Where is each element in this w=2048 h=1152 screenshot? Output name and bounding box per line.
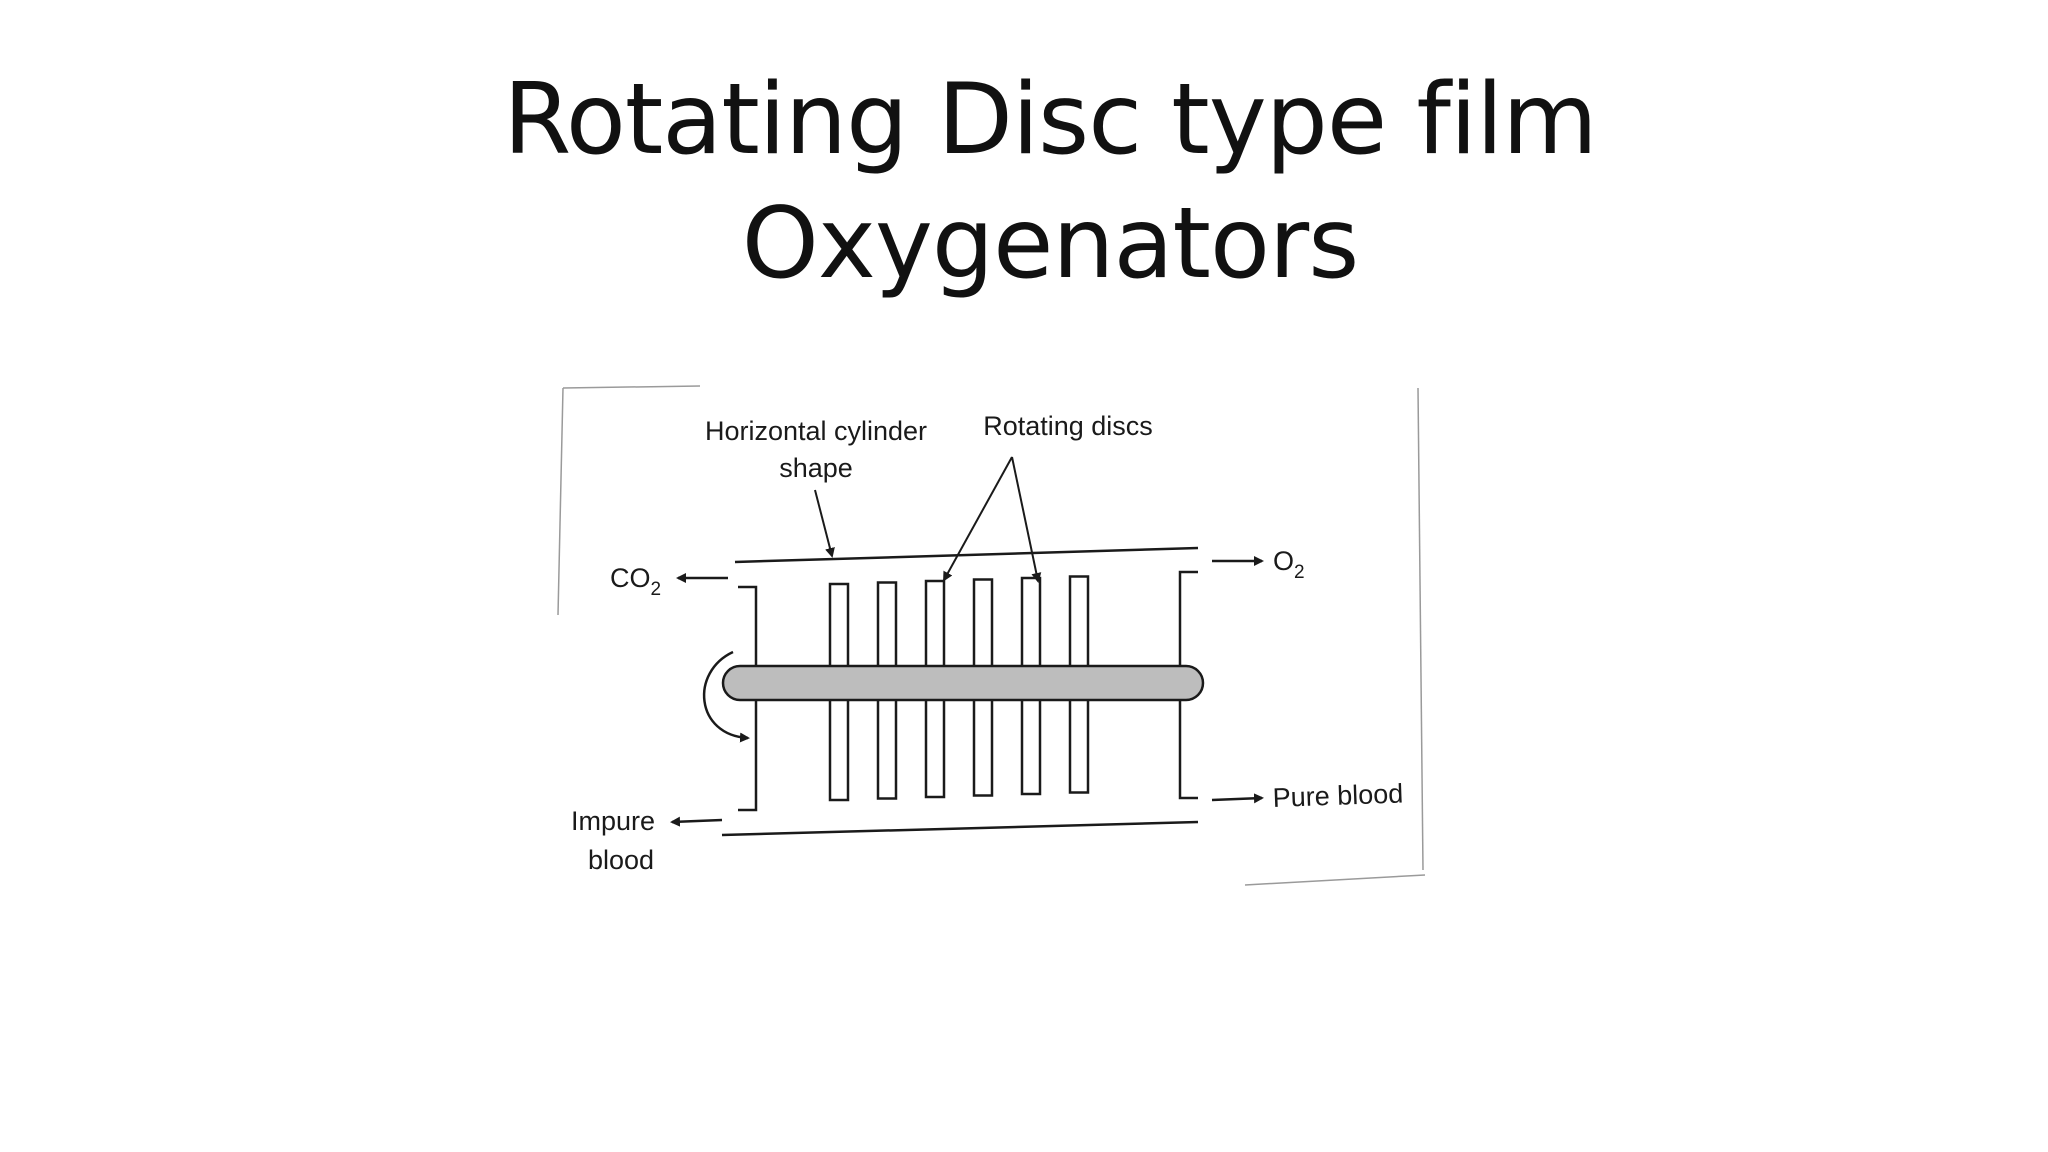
scan-edge-bottom: [1244, 874, 1426, 886]
label-cylinder-line-1: Horizontal cylinder: [705, 416, 927, 446]
label-pure-blood: Pure blood: [1272, 778, 1404, 813]
scan-edge-right: [1417, 387, 1424, 871]
label-impure-blood-line-1: Impure: [571, 806, 655, 836]
cylinder-bottom-wall: [721, 820, 1199, 837]
impure-blood-arrow-icon: [670, 816, 723, 827]
slide-title: Rotating Disc type film Oxygenators: [0, 58, 2048, 306]
label-cylinder-line-2: shape: [779, 453, 853, 483]
disc-pointer-right: [1011, 456, 1042, 583]
slide-title-line-1: Rotating Disc type film: [503, 63, 1598, 177]
label-co2: CO2: [610, 563, 661, 600]
label-o2-subscript: 2: [1294, 562, 1305, 583]
scan-edge-left: [557, 387, 564, 616]
label-impure-blood-line-2: blood: [588, 845, 654, 875]
cylinder-top-wall: [734, 546, 1199, 564]
label-co2-base: CO: [610, 563, 651, 593]
slide-title-line-2: Oxygenators: [741, 187, 1360, 301]
disc-pointer-left: [943, 456, 1013, 582]
rotating-shaft: [721, 664, 1205, 702]
pure-blood-arrow-icon: [1211, 793, 1264, 804]
label-o2-base: O: [1273, 546, 1294, 576]
scan-edge-top: [562, 385, 701, 389]
label-o2: O2: [1273, 546, 1305, 583]
label-co2-subscript: 2: [651, 579, 662, 600]
rotation-arrow-icon: [702, 650, 750, 743]
label-rotating-discs: Rotating discs: [983, 411, 1153, 441]
scan-frame: [557, 385, 1426, 886]
cylinder-pointer: [814, 489, 835, 558]
